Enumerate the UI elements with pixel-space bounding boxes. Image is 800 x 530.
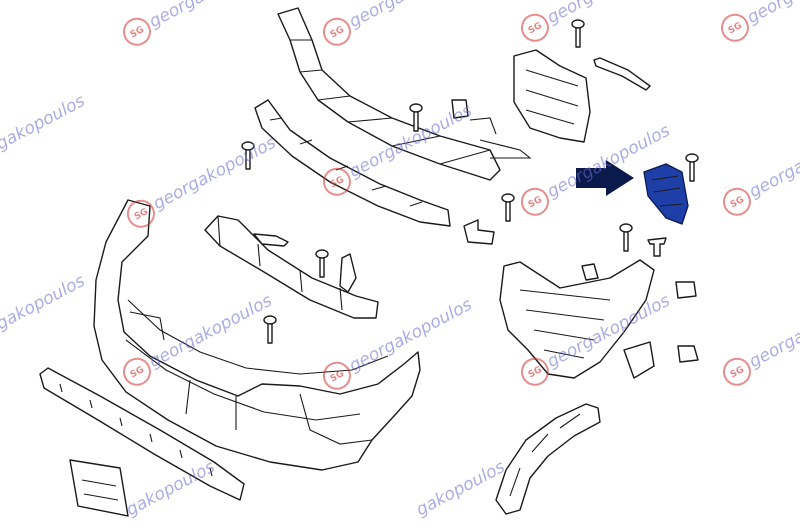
bracket-holder-mid	[463, 219, 495, 245]
watermark-text: georgakopoulos	[746, 121, 800, 203]
trim-strip	[593, 57, 651, 91]
watermark-text: georgakopoulos	[346, 0, 476, 32]
retainer-clip-top	[451, 99, 469, 119]
fastener-clip-c	[581, 263, 599, 281]
small-clip-bracket	[253, 233, 289, 247]
watermark-logo-icon	[520, 357, 549, 386]
watermark-logo-icon	[722, 187, 751, 216]
watermark-text: georgakopoulos	[146, 0, 276, 32]
bolt-lower-mid-icon	[315, 249, 329, 278]
svg-text:SG: SG	[527, 21, 544, 36]
watermark-15: gakopoulos	[413, 457, 509, 520]
watermark-logo-icon	[322, 167, 351, 196]
svg-text:SG: SG	[729, 365, 746, 380]
side-bracket-lower	[499, 259, 655, 379]
watermark-text: georgakopoulos	[744, 0, 800, 28]
bolt-cover-icon	[263, 315, 277, 344]
svg-text:SG: SG	[129, 25, 146, 40]
watermark-logo-icon	[122, 17, 151, 46]
bolt-upper-mid-icon	[409, 103, 423, 132]
watermark-text: gakopoulos	[0, 91, 88, 154]
watermark-text: georgakopoulos	[150, 133, 280, 215]
wheel-arch-trim	[495, 403, 601, 515]
watermark-14: gakopoulos	[123, 457, 219, 520]
watermark-text: gakopoulos	[123, 457, 219, 520]
pointer-arrow	[576, 160, 634, 196]
watermark-4: gakopoulos	[0, 91, 88, 154]
t-clip	[647, 237, 667, 257]
license-plate-holder	[69, 459, 129, 517]
watermark-logo-icon	[322, 17, 351, 46]
lower-support-bar	[204, 215, 379, 319]
watermark-text: georgakopoulos	[746, 291, 800, 373]
bracket-clip-left	[339, 253, 357, 293]
bumper-cover	[93, 199, 421, 471]
upper-reinforcement-beam	[277, 7, 532, 181]
mounting-bracket-upper	[513, 49, 591, 143]
bolt-left-icon	[241, 141, 255, 170]
watermark-logo-icon	[720, 13, 749, 42]
lower-grille-strip	[39, 367, 245, 501]
watermark-text: georgakopoulos	[544, 0, 674, 28]
bolt-set	[241, 19, 699, 344]
watermark-logo-icon	[722, 357, 751, 386]
svg-text:SG: SG	[329, 25, 346, 40]
watermark-logo-icon	[520, 187, 549, 216]
bolt-right-icon	[685, 153, 699, 182]
svg-text:SG: SG	[527, 365, 544, 380]
watermark-text: gakopoulos	[413, 457, 509, 520]
bolt-center-icon	[501, 193, 515, 222]
watermark-logo-icon	[122, 357, 151, 386]
small-side-bracket	[623, 341, 655, 379]
watermark-text: gakopoulos	[0, 271, 88, 334]
svg-text:SG: SG	[727, 21, 744, 36]
watermark-logo-icon	[520, 13, 549, 42]
watermark-logo-icon	[322, 361, 351, 390]
middle-crossmember	[254, 99, 451, 227]
watermark-logo-icon	[126, 199, 155, 228]
fastener-clip-b	[677, 345, 699, 363]
bolt-top-right-icon	[571, 19, 585, 48]
svg-text:SG: SG	[527, 195, 544, 210]
bolt-lower-right-icon	[619, 223, 633, 252]
highlighted-bracket-part	[643, 163, 689, 225]
fastener-clip-a	[675, 281, 697, 299]
watermark-text: georgakopoulos	[146, 291, 276, 373]
svg-text:SG: SG	[729, 195, 746, 210]
watermark-9: gakopoulos	[0, 271, 88, 334]
